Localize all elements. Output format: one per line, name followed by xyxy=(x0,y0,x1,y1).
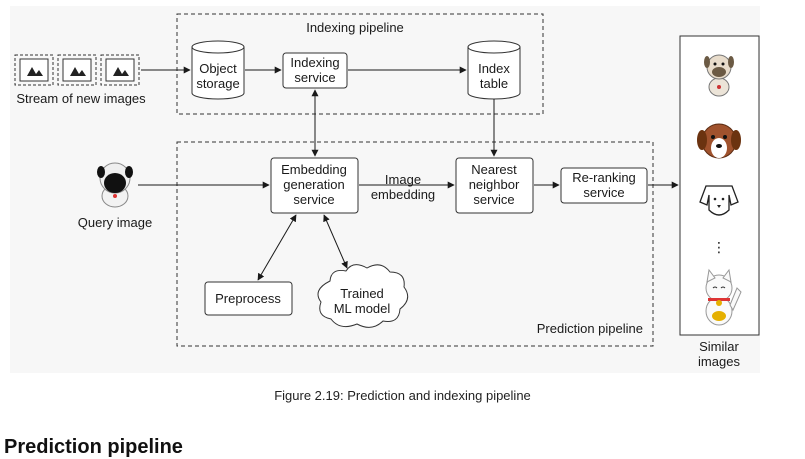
trained-model-node: Trained ML model xyxy=(317,264,409,328)
cloud-shape xyxy=(317,264,409,328)
preprocess-label: Preprocess xyxy=(215,291,281,306)
arrow-embedding-preprocess xyxy=(257,214,297,281)
dog-outline-icon xyxy=(699,185,739,216)
section-heading: Prediction pipeline xyxy=(4,436,183,458)
similar-images-label-line2: images xyxy=(698,354,740,369)
indexing-service-label-line2: service xyxy=(294,70,335,85)
image-embedding-line1: Image xyxy=(385,172,421,187)
nearest-neighbor-node: Nearest neighbor service xyxy=(455,157,534,214)
query-image-node: Query image xyxy=(78,162,152,230)
embedding-generation-node: Embedding generation service xyxy=(270,157,359,214)
object-storage-label-line2: storage xyxy=(196,76,239,91)
reranking-line1: Re-ranking xyxy=(572,170,636,185)
prediction-pipeline-group: Prediction pipeline xyxy=(176,141,654,347)
stream-of-images: Stream of new images xyxy=(14,54,146,106)
connectors xyxy=(138,66,679,281)
lucky-cat-icon xyxy=(705,268,742,326)
nearest-neighbor-line3: service xyxy=(473,192,514,207)
image-thumbnail-icon xyxy=(14,54,54,86)
nearest-neighbor-line2: neighbor xyxy=(469,177,520,192)
image-embedding-line2: embedding xyxy=(371,187,435,202)
index-table-node: Index table xyxy=(467,40,521,100)
object-storage-node: Object storage xyxy=(191,40,245,100)
embedding-label-line2: generation xyxy=(283,177,344,192)
image-thumbnail-icon xyxy=(100,54,140,86)
index-table-label-line2: table xyxy=(480,76,508,91)
arrow-embedding-model xyxy=(323,214,348,269)
trained-model-line2: ML model xyxy=(334,301,391,316)
figure-caption: Figure 2.19: Prediction and indexing pip… xyxy=(274,388,531,403)
image-thumbnail-icon xyxy=(57,54,97,86)
query-image-label: Query image xyxy=(78,215,152,230)
prediction-pipeline-label: Prediction pipeline xyxy=(537,321,643,336)
preprocess-node: Preprocess xyxy=(204,281,293,316)
nearest-neighbor-line1: Nearest xyxy=(471,162,517,177)
similar-images-label-line1: Similar xyxy=(699,339,739,354)
pipeline-diagram: Indexing pipeline Prediction pipeline St… xyxy=(14,13,760,369)
similar-images-panel: ⋮ xyxy=(679,35,760,336)
pug-dog-icon xyxy=(97,162,133,208)
ellipsis-more: ⋮ xyxy=(712,239,726,255)
indexing-pipeline-label: Indexing pipeline xyxy=(306,20,404,35)
embedding-label-line1: Embedding xyxy=(281,162,347,177)
indexing-service-label-line1: Indexing xyxy=(290,55,339,70)
index-table-label-line1: Index xyxy=(478,61,510,76)
beagle-dog-icon xyxy=(697,123,741,159)
pug-toy-icon xyxy=(704,54,734,97)
object-storage-label-line1: Object xyxy=(199,61,237,76)
indexing-pipeline-group: Indexing pipeline xyxy=(176,13,544,115)
stream-label: Stream of new images xyxy=(16,91,146,106)
image-embedding-label: Image embedding xyxy=(371,172,435,202)
trained-model-line1: Trained xyxy=(340,286,384,301)
indexing-service-node: Indexing service xyxy=(282,52,348,89)
reranking-node: Re-ranking service xyxy=(560,167,648,204)
reranking-line2: service xyxy=(583,185,624,200)
embedding-label-line3: service xyxy=(293,192,334,207)
